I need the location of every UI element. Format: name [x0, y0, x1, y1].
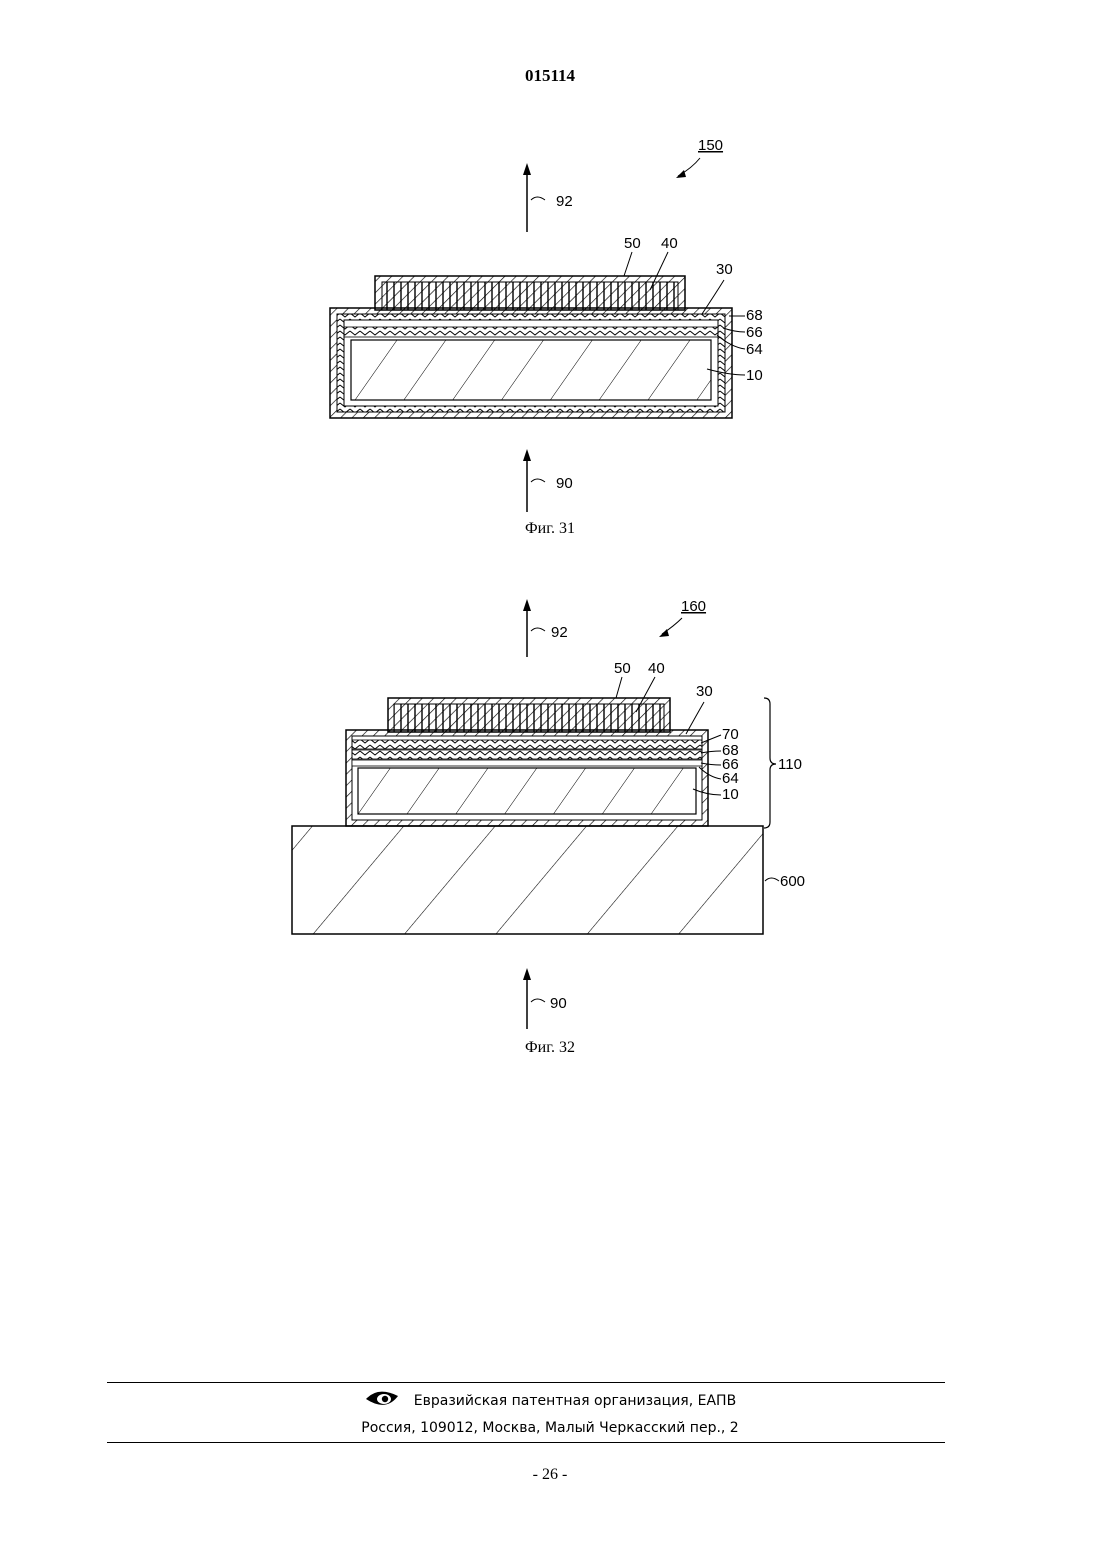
device-ref-150: 150	[698, 137, 723, 154]
label-68: 68	[746, 307, 763, 324]
leader-50	[624, 252, 632, 276]
figure-31-caption: Фиг. 31	[0, 520, 1100, 538]
label-70: 70	[722, 726, 739, 743]
arrow-90-up	[523, 449, 545, 512]
leader-600	[765, 878, 779, 881]
figure-31-drawing: 92 150 50 40 30 68 66 64 10 90	[0, 120, 1100, 520]
arrow-92-up	[523, 163, 545, 232]
figure-32-drawing: 92 160 50 40 30 70 68 66 64 10 110 600	[0, 590, 1100, 1040]
label-92: 92	[556, 193, 573, 210]
label-92: 92	[551, 624, 568, 641]
label-10: 10	[722, 786, 739, 803]
figure-32-caption: Фиг. 32	[0, 1039, 1100, 1057]
footer-address: Россия, 109012, Москва, Малый Черкасский…	[0, 1420, 1100, 1436]
device-150-cross-section	[330, 276, 732, 418]
footer-top-rule	[107, 1382, 945, 1383]
label-90: 90	[550, 995, 567, 1012]
label-110: 110	[778, 756, 802, 773]
label-64: 64	[746, 341, 763, 358]
page-number: - 26 -	[0, 1466, 1100, 1484]
support-600	[292, 826, 763, 934]
leader-50	[616, 677, 622, 698]
footer-org-line: Евразийская патентная организация, ЕАПВ	[0, 1388, 1100, 1414]
footer-bottom-rule	[107, 1442, 945, 1443]
ref-150-arrowhead	[676, 170, 686, 178]
label-10: 10	[746, 367, 763, 384]
label-40: 40	[648, 660, 665, 677]
device-ref-160: 160	[681, 598, 706, 615]
leader-30	[686, 702, 704, 734]
arrow-90-up	[523, 968, 545, 1029]
label-30: 30	[696, 683, 713, 700]
label-50: 50	[624, 235, 641, 252]
label-64: 64	[722, 770, 739, 787]
label-90: 90	[556, 475, 573, 492]
label-600: 600	[780, 873, 805, 890]
footer-org-name: Евразийская патентная организация, ЕАПВ	[414, 1393, 736, 1409]
label-30: 30	[716, 261, 733, 278]
device-160-cross-section	[346, 698, 776, 828]
document-number: 015114	[0, 66, 1100, 86]
label-40: 40	[661, 235, 678, 252]
label-66: 66	[746, 324, 763, 341]
arrow-92-up	[523, 599, 545, 657]
eapo-logo-icon	[364, 1388, 400, 1414]
label-50: 50	[614, 660, 631, 677]
